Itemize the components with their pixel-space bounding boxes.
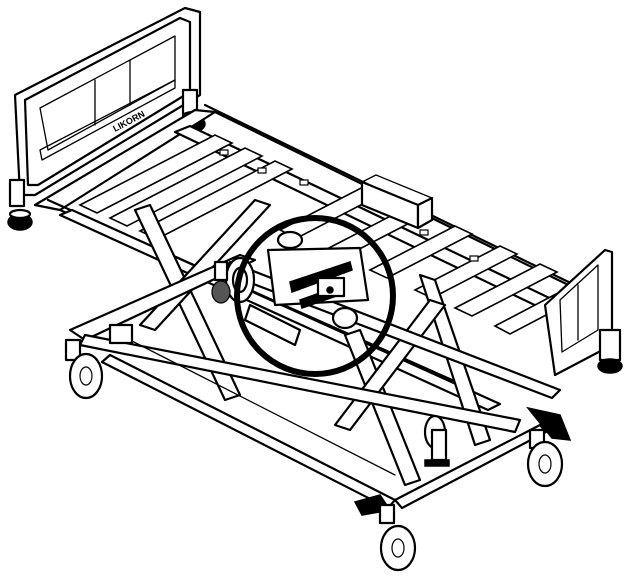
headboard-foot-left: [7, 208, 33, 231]
footboard: [543, 248, 623, 377]
callout-circle: [234, 215, 396, 377]
headboard: LIKORN: [8, 6, 202, 208]
caster-back-right: [526, 406, 572, 488]
callout-detail-bracket: [243, 230, 370, 347]
actuator-housing: [360, 174, 434, 230]
caster-back-left: [211, 260, 231, 304]
caster-front-right: [353, 494, 417, 572]
caster-front-left: [64, 338, 104, 400]
